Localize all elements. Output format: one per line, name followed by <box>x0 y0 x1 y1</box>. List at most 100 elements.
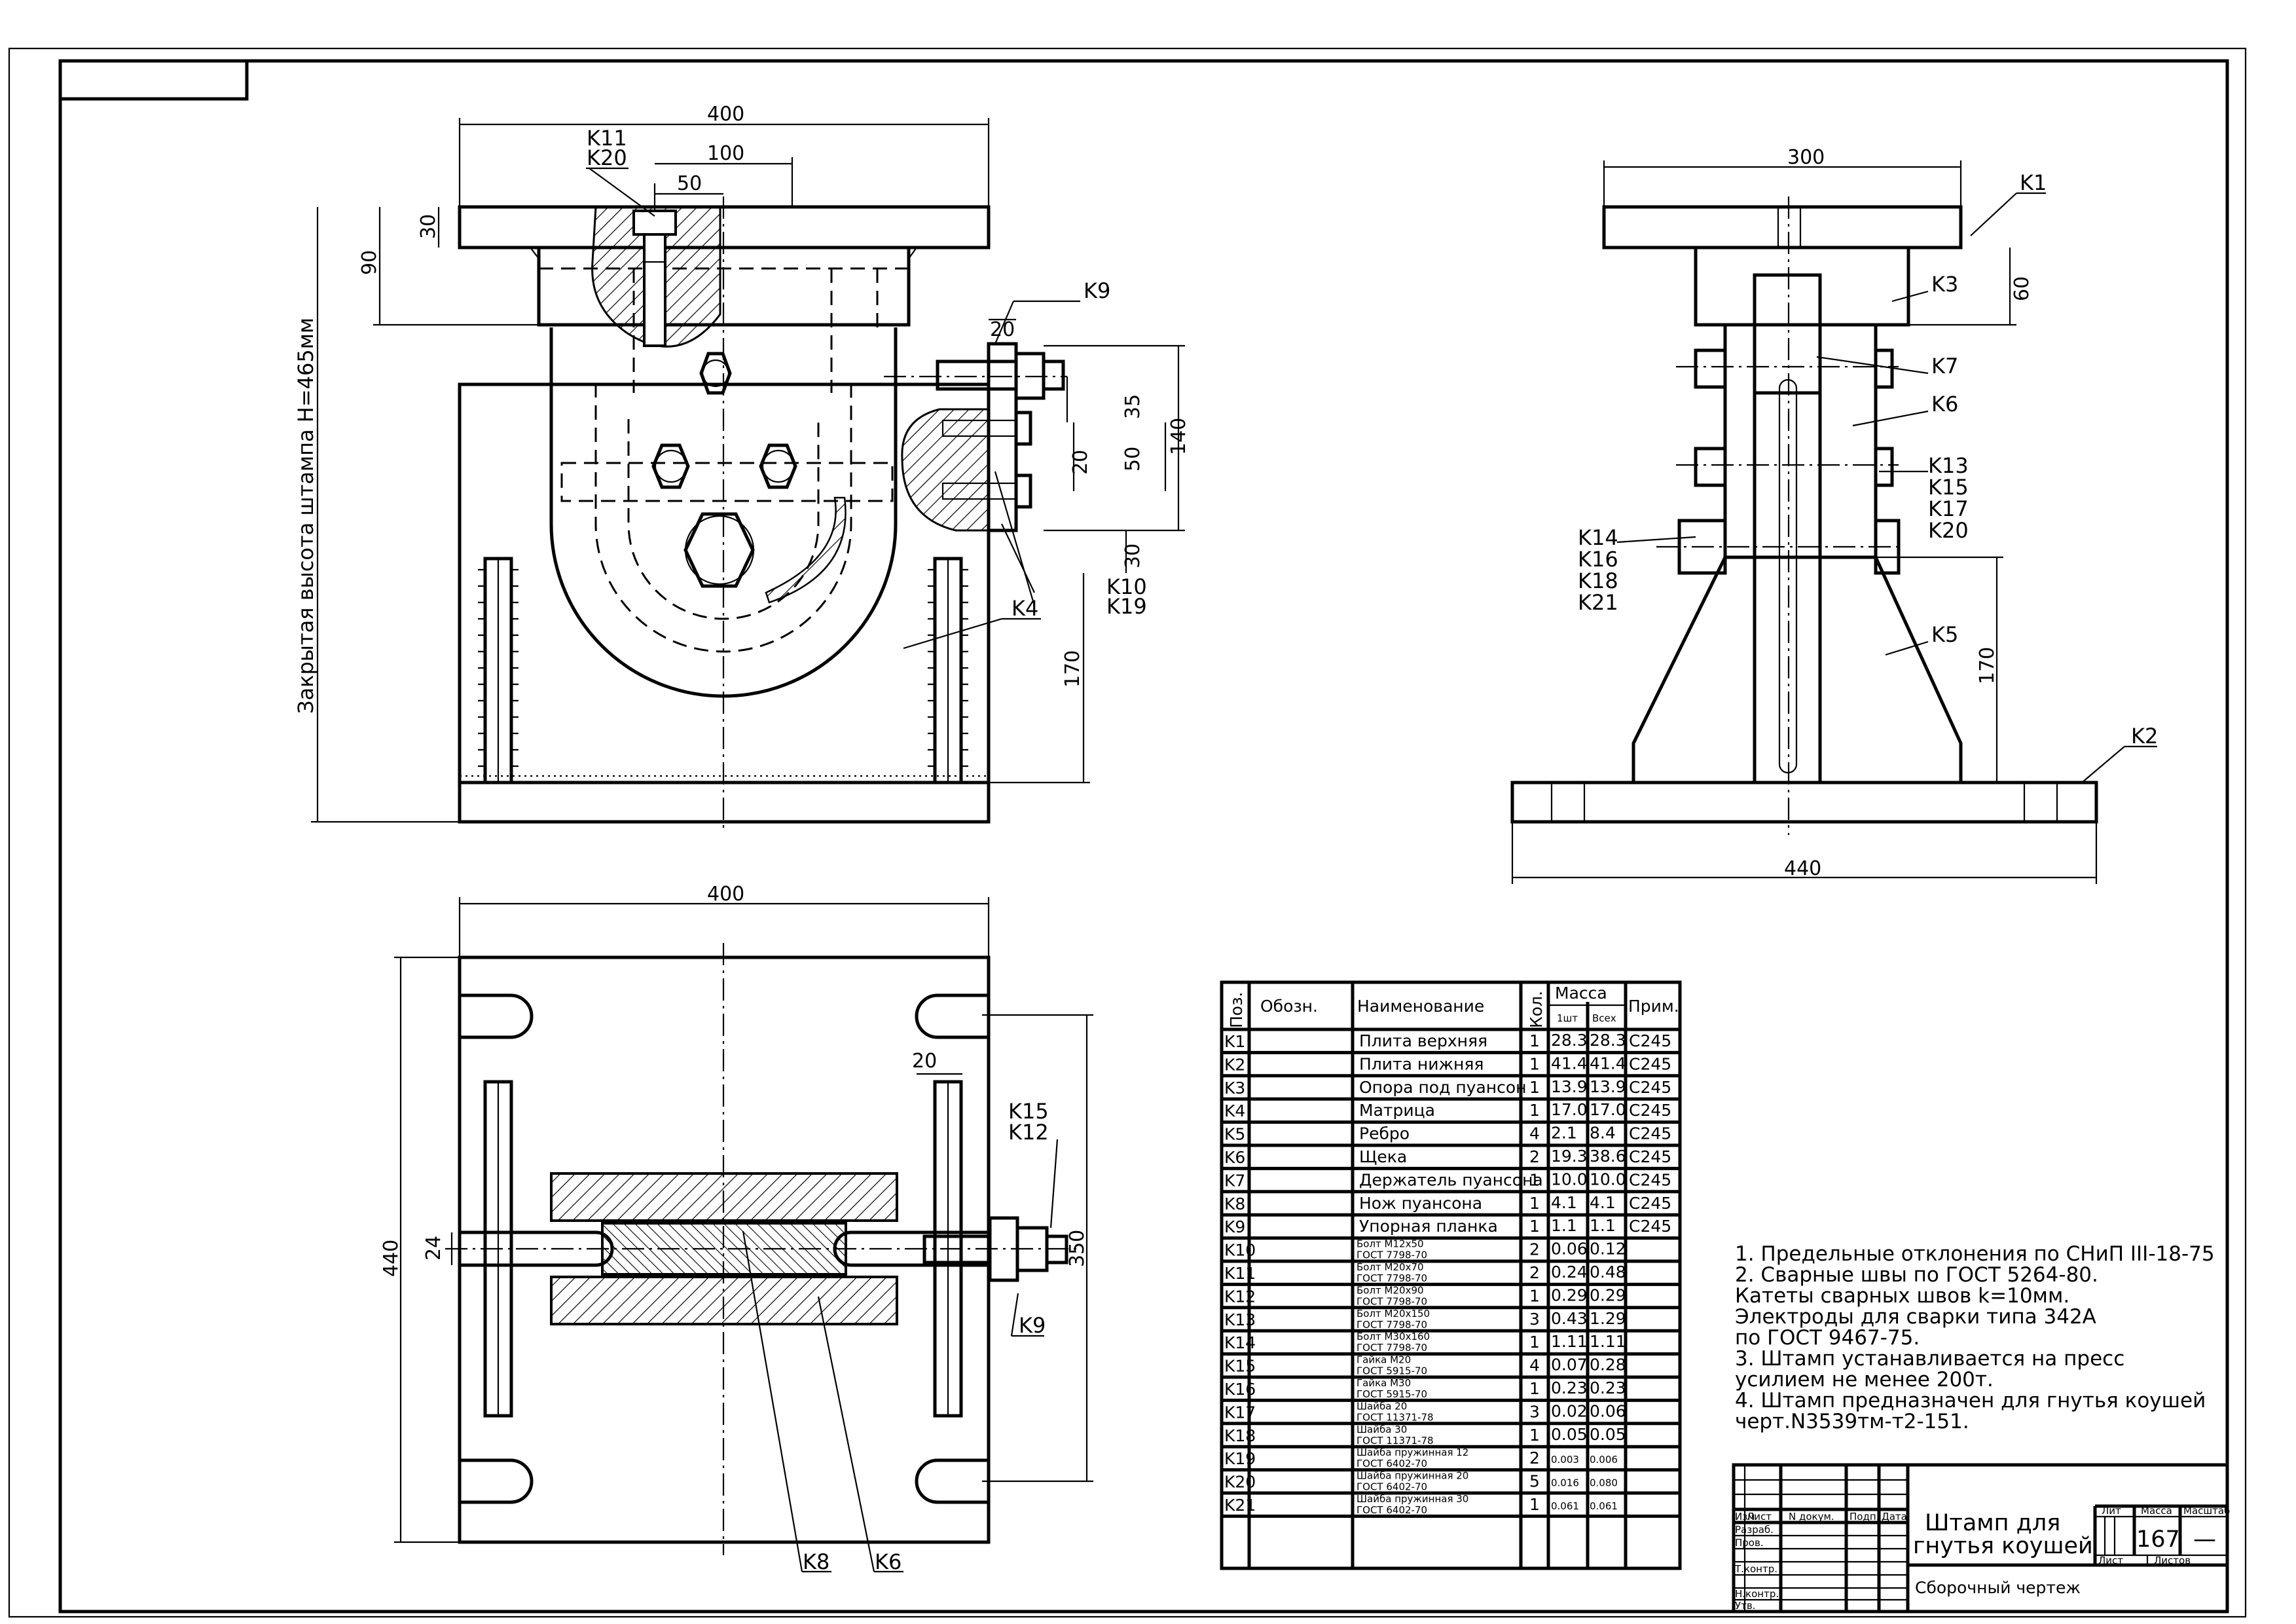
bom-cell-mass-total: 10.0 <box>1590 1170 1626 1189</box>
bom-cell-note: C245 <box>1629 1031 1671 1050</box>
bom-cell-name: Шайба пружинная 20 <box>1357 1470 1468 1482</box>
bom-cell-qty: 1 <box>1529 1101 1540 1120</box>
label-k9-plan: K9 <box>1019 1313 1046 1338</box>
bom-cell-name: Плита нижняя <box>1359 1054 1484 1073</box>
dim-plan-20: 20 <box>912 1050 937 1073</box>
front-view <box>311 118 1185 832</box>
plan-view <box>394 897 1093 1573</box>
dim-plan-24: 24 <box>422 1236 445 1261</box>
change-header-date: Дата <box>1882 1511 1907 1522</box>
note-line: черт.N3539тм-т2-151. <box>1735 1410 1969 1433</box>
label-k14: K14 <box>1578 525 1618 550</box>
bom-cell-qty: 3 <box>1529 1402 1540 1421</box>
bom-header-qty: Кол. <box>1527 991 1546 1028</box>
bom-cell-mass-total: 1.1 <box>1590 1216 1616 1235</box>
bom-cell-qty: 2 <box>1529 1147 1540 1166</box>
bom-cell-pos: K9 <box>1224 1217 1245 1236</box>
sheets-label: Листов <box>2154 1555 2191 1566</box>
closed-height-note: Закрытая высота штампа H=465мм <box>293 318 318 714</box>
dim-front-90: 90 <box>358 250 381 275</box>
bom-cell-name: Ребро <box>1359 1124 1410 1143</box>
label-k17: K17 <box>1928 496 1969 521</box>
bom-cell-mass-unit: 1.11 <box>1551 1332 1588 1351</box>
bom-cell-qty: 1 <box>1529 1379 1540 1398</box>
note-line: Электроды для сварки типа 342А <box>1735 1305 2096 1329</box>
bom-header-mass: Масса <box>1555 984 1607 1003</box>
bom-cell-qty: 1 <box>1529 1217 1540 1236</box>
bom-cell-standard: ГОСТ 6402-70 <box>1357 1458 1427 1469</box>
bom-cell-mass-unit: 41.4 <box>1551 1054 1588 1073</box>
dim-front-30b: 30 <box>1121 544 1144 568</box>
note-line: по ГОСТ 9467-75. <box>1735 1326 1920 1350</box>
bom-cell-qty: 2 <box>1529 1240 1540 1259</box>
bom-cell-name: Плита верхняя <box>1359 1031 1487 1050</box>
header-scale: Масштаб <box>2183 1505 2230 1517</box>
label-k2: K2 <box>2131 724 2158 748</box>
bom-cell-note: C245 <box>1629 1147 1671 1166</box>
bom-cell-qty: 2 <box>1529 1449 1540 1467</box>
bom-cell-pos: K2 <box>1224 1055 1245 1074</box>
label-k1: K1 <box>2020 170 2047 195</box>
dim-side-60: 60 <box>2011 276 2033 301</box>
dim-front-170: 170 <box>1061 650 1084 688</box>
bom-cell-pos: K17 <box>1224 1403 1256 1422</box>
bom-cell-mass-total: 8.4 <box>1590 1124 1616 1143</box>
bom-cell-pos: K12 <box>1224 1287 1256 1306</box>
label-k10: K10 <box>1106 574 1147 599</box>
bom-cell-mass-unit: 0.43 <box>1551 1309 1588 1328</box>
bom-cell-name: Гайка M30 <box>1357 1377 1411 1389</box>
bom-cell-mass-unit: 0.23 <box>1551 1378 1588 1397</box>
bom-cell-mass-total: 0.05 <box>1590 1425 1626 1444</box>
bom-cell-qty: 2 <box>1529 1263 1540 1282</box>
bom-cell-mass-unit: 13.9 <box>1551 1077 1588 1096</box>
bom-cell-note: C245 <box>1629 1124 1671 1143</box>
bom-cell-mass-total: 38.6 <box>1590 1147 1626 1166</box>
label-k19: K19 <box>1106 594 1147 619</box>
bom-cell-name: Матрица <box>1359 1101 1435 1120</box>
dim-front-50b: 50 <box>1121 447 1144 471</box>
bom-header-name: Наименование <box>1357 997 1484 1016</box>
dim-front-140: 140 <box>1167 418 1190 455</box>
dim-side-300: 300 <box>1787 146 1825 169</box>
bom-cell-pos: K16 <box>1224 1380 1256 1399</box>
scale-value: — <box>2193 1526 2216 1553</box>
bom-cell-note: C245 <box>1629 1078 1671 1097</box>
bom-cell-qty: 4 <box>1529 1356 1540 1375</box>
change-header-list: Лист <box>1747 1511 1772 1522</box>
bom-cell-pos: K5 <box>1224 1125 1245 1144</box>
label-k3: K3 <box>1931 272 1958 297</box>
note-line: Катеты сварных швов k=10мм. <box>1735 1284 2069 1308</box>
technical-notes: 1. Предельные отклонения по СНиП III-18-… <box>1735 1242 2215 1433</box>
change-header-sign: Подп. <box>1850 1511 1879 1522</box>
label-k21: K21 <box>1578 590 1618 615</box>
bom-cell-mass-total: 0.006 <box>1590 1454 1618 1466</box>
note-line: усилием не менее 200т. <box>1735 1368 1994 1392</box>
outer-frame <box>8 47 2247 1618</box>
bom-cell-qty: 5 <box>1529 1472 1540 1491</box>
label-k15-side: K15 <box>1928 475 1969 500</box>
bom-cell-pos: K19 <box>1224 1449 1256 1468</box>
document-type: Сборочный чертеж <box>1915 1578 2081 1597</box>
bom-cell-name: Нож пуансона <box>1359 1194 1482 1213</box>
bom-cell-name: Щека <box>1359 1147 1407 1166</box>
bom-cell-mass-total: 41.4 <box>1590 1054 1626 1073</box>
bom-cell-mass-total: 0.12 <box>1590 1240 1626 1259</box>
bom-cell-mass-total: 0.48 <box>1590 1263 1626 1282</box>
bom-header-note: Прим. <box>1628 997 1679 1016</box>
bom-cell-standard: ГОСТ 7798-70 <box>1357 1295 1427 1307</box>
bom-cell-pos: K3 <box>1224 1079 1245 1098</box>
bom-cell-mass-unit: 4.1 <box>1551 1193 1577 1212</box>
note-line: 1. Предельные отклонения по СНиП III-18-… <box>1735 1242 2215 1266</box>
bom-cell-standard: ГОСТ 6402-70 <box>1357 1481 1427 1493</box>
bom-cell-qty: 3 <box>1529 1310 1540 1329</box>
bom-cell-pos: K10 <box>1224 1241 1256 1260</box>
bom-cell-qty: 4 <box>1529 1124 1540 1143</box>
label-k20-front: K20 <box>587 145 627 170</box>
label-k13: K13 <box>1928 453 1969 478</box>
bom-cell-standard: ГОСТ 5915-70 <box>1357 1365 1427 1377</box>
bom-cell-mass-unit: 0.061 <box>1551 1500 1579 1512</box>
bom-cell-mass-total: 0.29 <box>1590 1285 1626 1304</box>
corner-stamp-box <box>58 59 249 101</box>
